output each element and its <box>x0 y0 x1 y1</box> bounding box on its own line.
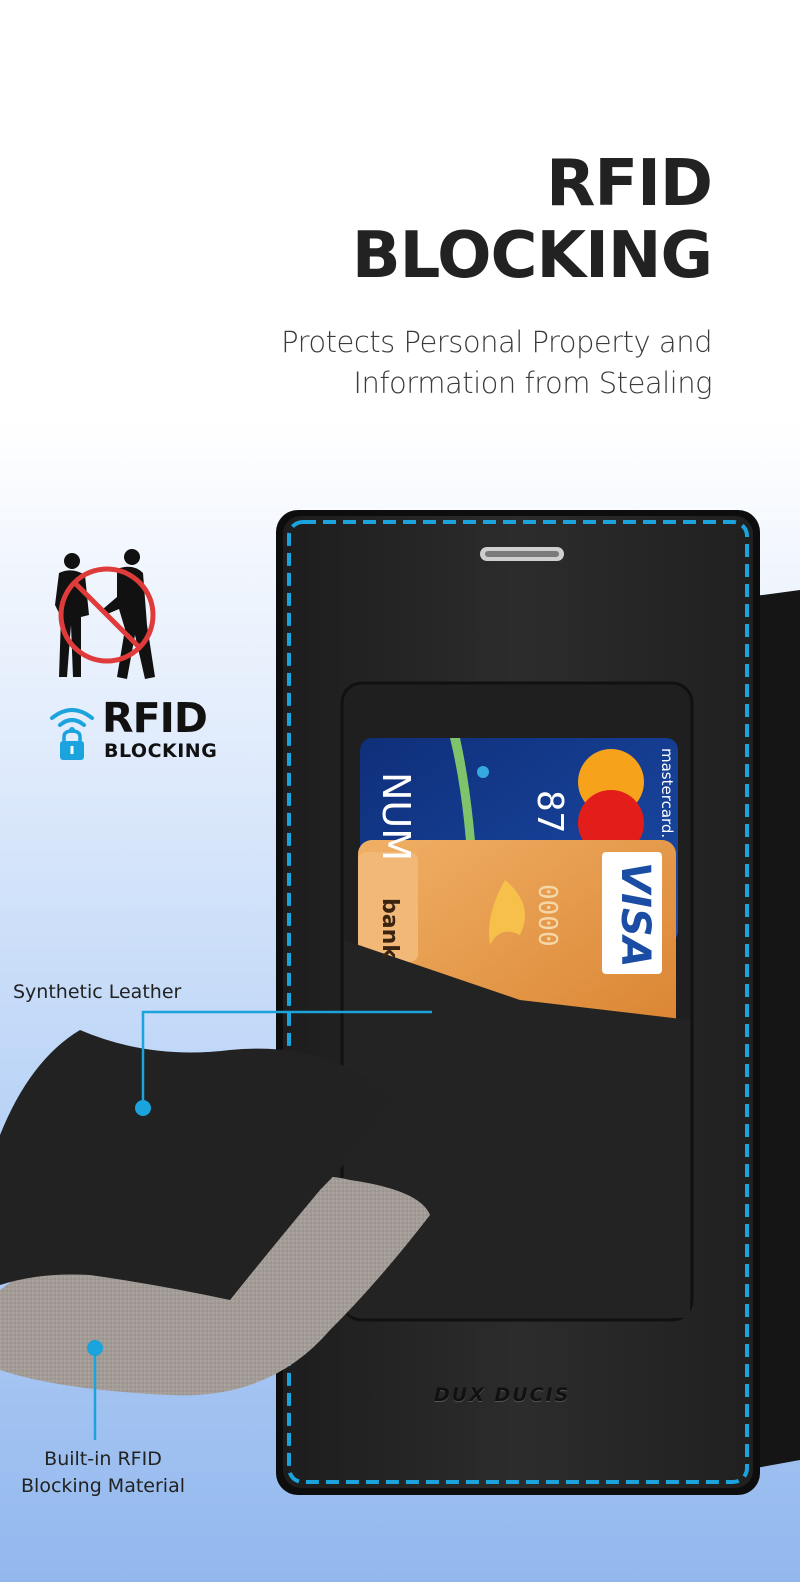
callout-rfid-material: Built-in RFID Blocking Material <box>0 1446 206 1500</box>
leather-callout-dot <box>135 1100 151 1116</box>
headline-line-2: BLOCKING <box>351 219 713 293</box>
material-callout-dot <box>87 1340 103 1356</box>
callout-rfid-material-line-1: Built-in RFID <box>44 1448 162 1470</box>
pickpocket-prohibited-icon <box>55 549 156 679</box>
subheadline-line-1: Protects Personal Property and <box>281 325 712 359</box>
headline: RFID BLOCKING <box>351 147 713 293</box>
badge-word-rfid: RFID <box>102 694 208 742</box>
badge-word-blocking: BLOCKING <box>104 740 218 762</box>
card-front-brand: VISA <box>612 862 658 968</box>
card-front-digits: 0000 <box>532 884 562 947</box>
headline-line-1: RFID <box>546 147 713 221</box>
wireless-lock-icon <box>50 708 94 760</box>
subheadline-line-2: Information from Stealing <box>353 366 712 400</box>
card-back-digits: 87 <box>529 790 570 834</box>
callout-synthetic-leather: Synthetic Leather <box>13 981 182 1003</box>
card-front-text: bank <box>377 898 402 959</box>
synthetic-leather-layer <box>0 1030 395 1300</box>
card-back-text: NUM <box>374 772 418 862</box>
callout-rfid-material-line-2: Blocking Material <box>21 1475 185 1497</box>
subheadline: Protects Personal Property and Informati… <box>281 322 712 404</box>
speaker-mesh <box>485 551 559 557</box>
card-back-brand: mastercard. <box>658 748 676 839</box>
leather-callout-line <box>141 1010 432 1108</box>
brand-logo: DUX DUCIS <box>434 1384 571 1406</box>
card-slot-pocket <box>344 940 690 1318</box>
stitching-highlight <box>287 520 749 1484</box>
